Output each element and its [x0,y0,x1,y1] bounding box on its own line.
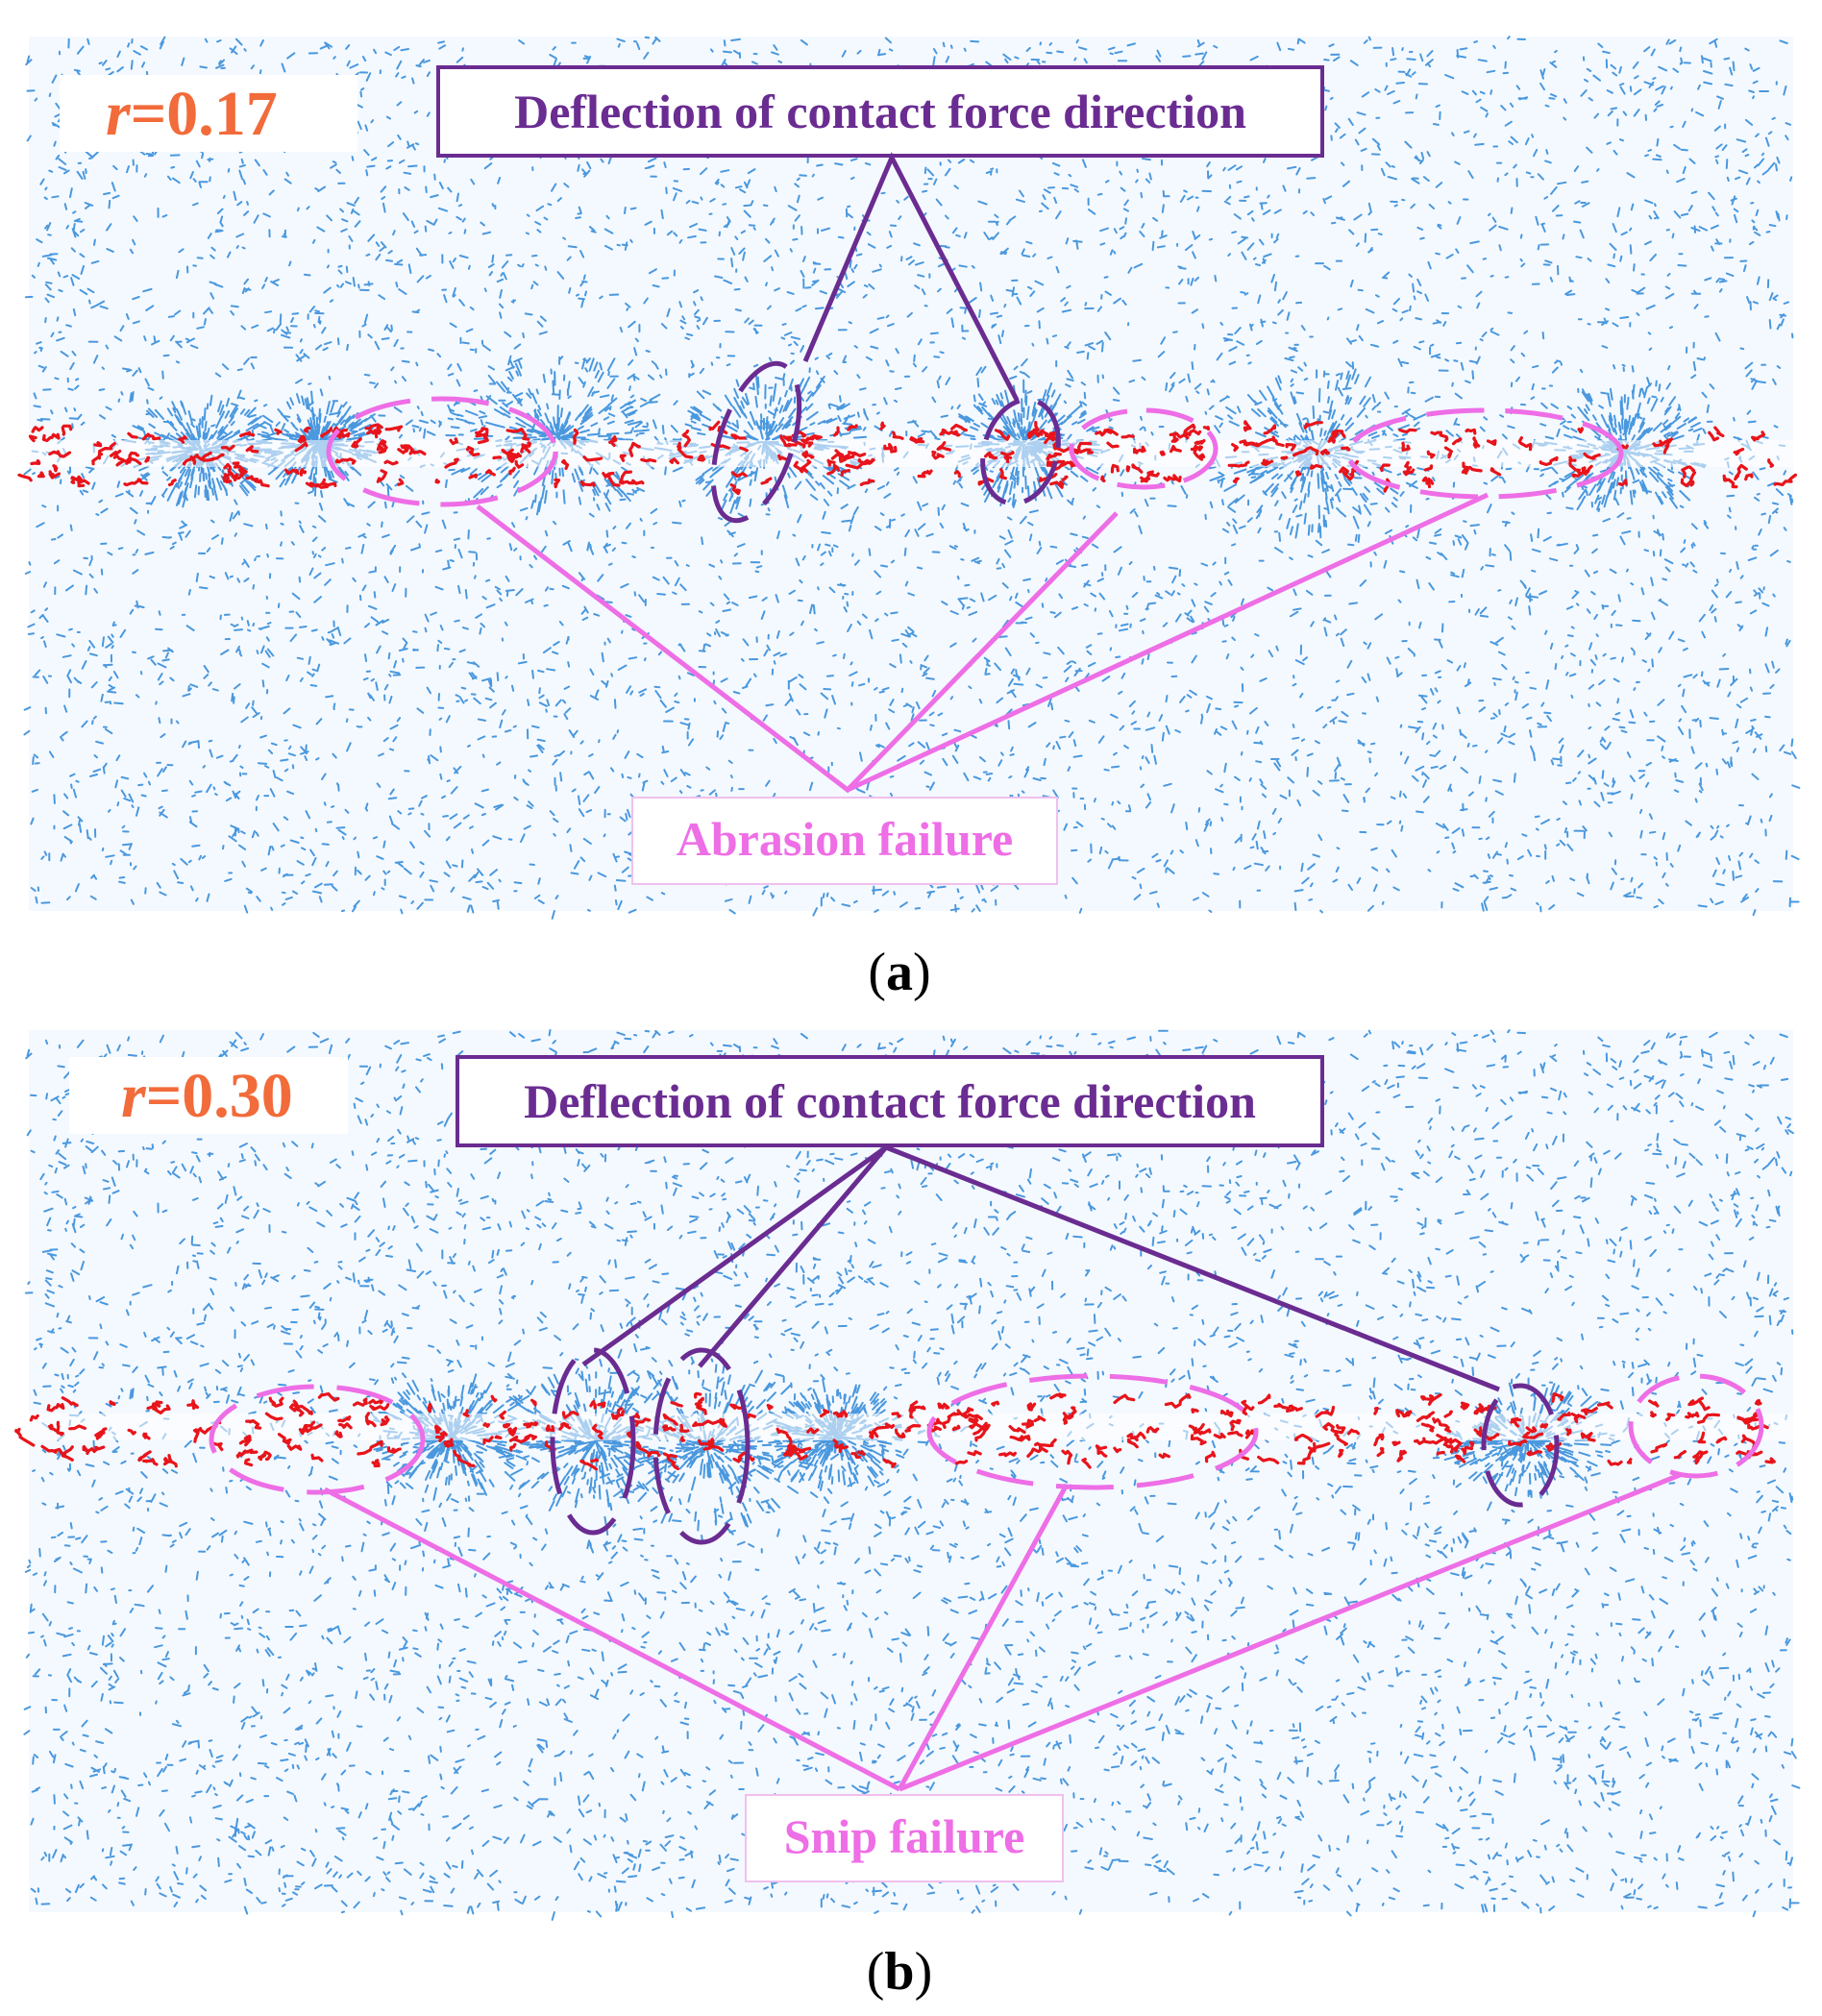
caption-b: (b) [867,1942,932,2002]
panel-b: r=0.30 Deflection of contact force direc… [14,1029,1801,2002]
snip-leader-b-1 [323,1487,901,1792]
crack-strokes [17,420,1797,496]
deflection-label-b: Deflection of contact force direction [524,1074,1256,1128]
crack-strokes [14,1391,1776,1471]
abrasion-zone-a-3 [1345,407,1624,500]
abrasion-zone-a-1 [326,396,558,507]
snip-leader-b-3 [899,1472,1681,1792]
crack-band-b [14,1391,1776,1471]
contact-force-strokes [23,36,1801,920]
r-label-box-b [69,1057,348,1134]
panel-a: r=0.17 Deflection of contact force direc… [17,36,1801,1002]
deflection-label-box-b [456,1055,1324,1147]
abrasion-zone-a-2 [1069,407,1219,490]
failure-label-a: Abrasion failure [677,812,1014,866]
r-label-box-a [60,75,357,152]
contact-force-network-a [23,36,1801,920]
failure-label-box-b [745,1794,1064,1882]
crack-band-a [17,420,1797,496]
r-label-a: r=0.17 [106,79,278,149]
deflection-label-a: Deflection of contact force direction [514,85,1246,138]
failure-label-b: Snip failure [784,1809,1025,1863]
deflection-leader-b-2 [885,1144,1500,1392]
caption-a: (a) [868,943,930,1002]
failure-label-box-a [631,797,1058,885]
deflection-zone-b-2 [652,1347,751,1545]
abrasion-leader-a-3 [846,492,1490,793]
deflection-zone-a-1 [710,360,802,524]
deflection-label-box-a [436,65,1324,158]
shear-band-gap [29,440,1793,467]
deflection-zone-b-1 [550,1347,636,1536]
deflection-zone-b-3 [1481,1383,1560,1508]
deflection-zone-a-2 [980,397,1061,506]
deflection-leader-a [802,152,1020,402]
r-label-b: r=0.30 [121,1061,293,1131]
snip-leader-b-2 [897,1483,1070,1791]
snip-zone-b-3 [1628,1373,1764,1479]
panel-a-plot-area [29,37,1793,911]
snip-zone-b-1 [209,1384,426,1495]
snip-zone-b-2 [926,1373,1259,1490]
